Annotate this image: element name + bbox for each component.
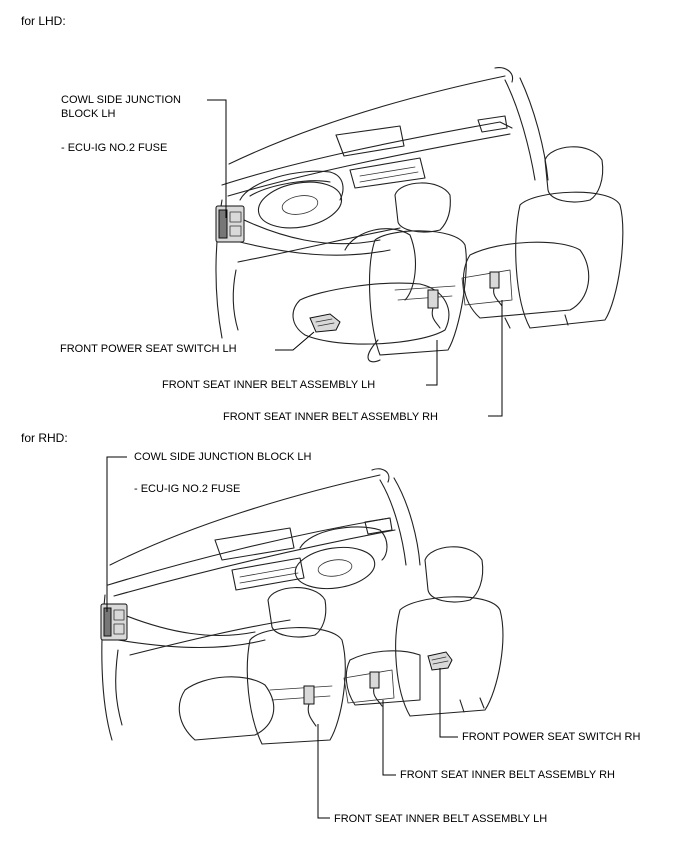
lhd-front-seat-inner-belt-rh-label: FRONT SEAT INNER BELT ASSEMBLY RH (223, 411, 438, 423)
rhd-front-seat-inner-belt-lh-label: FRONT SEAT INNER BELT ASSEMBLY LH (334, 813, 548, 825)
lhd-section-header: for LHD: (21, 14, 66, 28)
rhd-front-power-seat-switch-label: FRONT POWER SEAT SWITCH RH (462, 731, 641, 743)
rhd-section-header: for RHD: (21, 431, 68, 445)
rhd-cowl-side-junction-block-label: COWL SIDE JUNCTION BLOCK LH (134, 451, 312, 463)
rhd-ecu-ig-fuse-label: - ECU-IG NO.2 FUSE (134, 483, 241, 495)
lhd-front-power-seat-switch-icon (309, 313, 341, 333)
rhd-cowl-junction-block-icon (100, 603, 128, 641)
lhd-leader-lines (207, 99, 503, 417)
rhd-leader-lines (106, 456, 458, 819)
rhd-front-power-seat-switch-icon (427, 651, 453, 671)
lhd-front-power-seat-switch-label: FRONT POWER SEAT SWITCH LH (60, 343, 237, 355)
lhd-ecu-ig-fuse-label: - ECU-IG NO.2 FUSE (61, 142, 168, 154)
lhd-vehicle-interior-drawing (215, 67, 624, 363)
lhd-front-seat-inner-belt-lh-icon (427, 289, 441, 329)
rhd-front-seat-inner-belt-rh-icon (369, 671, 383, 707)
rhd-vehicle-interior-drawing (100, 468, 504, 745)
rhd-front-seat-inner-belt-lh-icon (303, 685, 317, 727)
lhd-cowl-side-junction-block-label: COWL SIDE JUNCTION BLOCK LH (61, 94, 181, 120)
lhd-front-seat-inner-belt-rh-icon (489, 271, 503, 307)
rhd-front-seat-inner-belt-rh-label: FRONT SEAT INNER BELT ASSEMBLY RH (400, 769, 615, 781)
lhd-cowl-junction-block-icon (215, 205, 245, 243)
lhd-front-seat-inner-belt-lh-label: FRONT SEAT INNER BELT ASSEMBLY LH (162, 379, 376, 391)
